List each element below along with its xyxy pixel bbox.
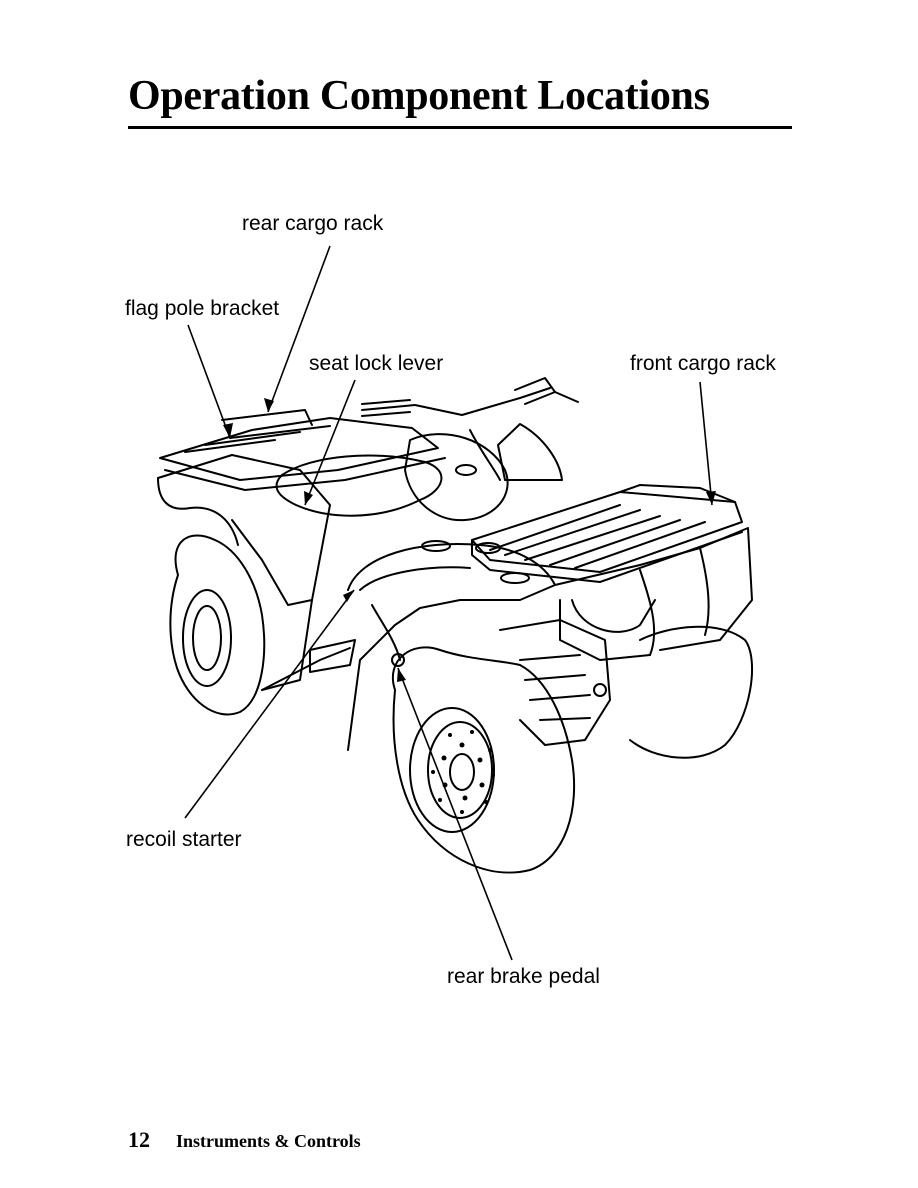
label-flag-pole-bracket: flag pole bracket <box>125 297 279 320</box>
rear-left-tire <box>169 534 266 716</box>
leader-rear-cargo-rack <box>267 245 331 413</box>
leader-rear-brake-pedal <box>397 667 513 961</box>
leader-front-cargo-rack <box>699 381 713 506</box>
title-rule <box>128 126 792 129</box>
section-name: Instruments & Controls <box>176 1131 361 1151</box>
label-front-cargo-rack: front cargo rack <box>630 352 776 375</box>
front-cargo-rack <box>471 491 743 573</box>
front-left-hub <box>449 753 475 791</box>
page-footer: 12 Instruments & Controls <box>128 1127 361 1153</box>
front-bumper <box>554 527 753 651</box>
page-number: 12 <box>128 1127 150 1152</box>
seat <box>275 454 443 517</box>
front-fender <box>347 543 556 751</box>
label-seat-lock-lever: seat lock lever <box>309 352 443 375</box>
front-left-rim <box>409 707 495 833</box>
handlebar <box>361 387 551 416</box>
rear-left-rim <box>182 589 232 687</box>
rear-fender <box>157 454 331 691</box>
front-right-tire <box>629 625 754 759</box>
page-title: Operation Component Locations <box>128 73 710 119</box>
label-rear-cargo-rack: rear cargo rack <box>242 212 384 235</box>
label-recoil-starter: recoil starter <box>126 828 242 851</box>
front-left-tire <box>392 646 576 874</box>
leader-recoil-starter <box>184 589 355 819</box>
fuel-tank <box>404 433 509 522</box>
engine <box>499 619 611 746</box>
leader-flag-pole-bracket <box>187 324 231 439</box>
rear-cargo-rack <box>159 417 439 481</box>
label-rear-brake-pedal: rear brake pedal <box>447 965 600 988</box>
leader-seat-lock-lever <box>304 379 356 506</box>
